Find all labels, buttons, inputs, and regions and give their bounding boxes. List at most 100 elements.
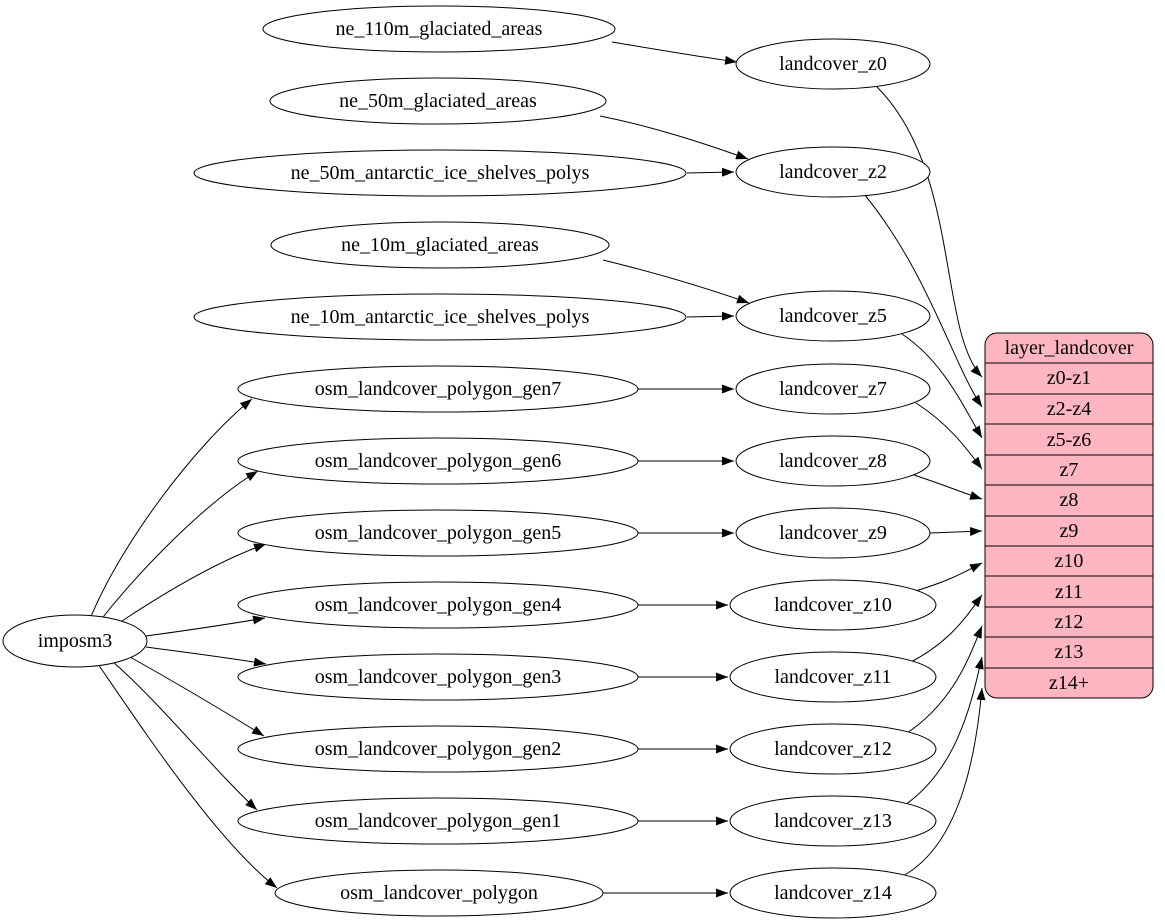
edge-imposm3--gen6: [98, 470, 259, 623]
node-ne-50m-antarctic-ice-shelves-polys-shape: [193, 149, 687, 197]
node-landcover-z12-shape: [729, 723, 937, 775]
node-osm-landcover-polygon-gen2-label: osm_landcover_polygon_gen2: [315, 738, 562, 760]
node-landcover-z7-label: landcover_z7: [779, 378, 887, 400]
edge-landcover-z11--row-z11: [908, 594, 983, 664]
node-osm-landcover-polygon-gen3: osm_landcover_polygon_gen3: [237, 653, 639, 701]
node-ne-50m-glaciated-areas-shape: [269, 77, 607, 125]
node-landcover-z9-shape: [735, 507, 931, 559]
edge-imposm3--gen5: [112, 543, 267, 628]
node-ne-110m-glaciated-areas-label: ne_110m_glaciated_areas: [336, 18, 543, 40]
node-landcover-z0-label: landcover_z0: [779, 53, 887, 75]
node-ne-50m-glaciated-areas: ne_50m_glaciated_areas: [269, 77, 607, 125]
node-landcover-z8: landcover_z8: [735, 435, 931, 487]
node-landcover-z10-shape: [729, 579, 937, 631]
edge-imposm3--gen4: [145, 615, 266, 637]
edges-layer: [89, 41, 986, 898]
node-osm-landcover-polygon-gen6: osm_landcover_polygon_gen6: [237, 437, 639, 485]
node-osm-landcover-polygon-gen5: osm_landcover_polygon_gen5: [237, 509, 639, 557]
record-row-z5-z6: z5-z6: [1047, 429, 1091, 451]
node-osm-landcover-polygon: osm_landcover_polygon: [274, 869, 604, 917]
record-row-z8: z8: [1060, 489, 1079, 511]
node-ne-10m-antarctic-ice-shelves-polys-shape: [193, 293, 687, 341]
node-landcover-z2: landcover_z2: [735, 146, 931, 198]
layer-landcover-title: layer_landcover: [1005, 337, 1134, 359]
edge-landcover-z5--row-z5-z6: [901, 333, 983, 439]
node-landcover-z14-label: landcover_z14: [774, 882, 892, 904]
node-landcover-z14: landcover_z14: [729, 867, 937, 919]
edge-landcover-z0--row-z0-z1: [876, 86, 983, 378]
edge-imposm3--gen7: [89, 398, 253, 620]
node-osm-landcover-polygon-gen5-label: osm_landcover_polygon_gen5: [315, 522, 562, 544]
node-osm-landcover-polygon-gen4-shape: [237, 581, 639, 629]
record-row-z12: z12: [1055, 611, 1084, 633]
record-row-z9: z9: [1060, 520, 1079, 542]
node-ne-50m-antarctic-ice-shelves-polys: ne_50m_antarctic_ice_shelves_polys: [193, 149, 687, 197]
node-landcover-z8-label: landcover_z8: [779, 450, 887, 472]
node-landcover-z5-label: landcover_z5: [779, 305, 887, 327]
node-osm-landcover-polygon-gen4-label: osm_landcover_polygon_gen4: [315, 594, 562, 616]
node-landcover-z9-label: landcover_z9: [779, 522, 887, 544]
node-landcover-z13-label: landcover_z13: [774, 810, 892, 832]
node-ne-110m-glaciated-areas-shape: [262, 5, 616, 53]
edge-ne-50m-glaciated-areas--landcover-z2: [599, 115, 749, 160]
node-landcover-z11: landcover_z11: [729, 651, 937, 703]
node-osm-landcover-polygon-gen2: osm_landcover_polygon_gen2: [237, 725, 639, 773]
node-landcover-z2-label: landcover_z2: [779, 161, 887, 183]
node-osm-landcover-polygon-shape: [274, 869, 604, 917]
node-osm-landcover-polygon-gen7-shape: [237, 365, 639, 413]
edge-landcover-z10--row-z10: [911, 562, 983, 593]
node-osm-landcover-polygon-gen3-shape: [237, 653, 639, 701]
node-landcover-z5: landcover_z5: [735, 290, 931, 342]
node-landcover-z10: landcover_z10: [729, 579, 937, 631]
node-ne-10m-glaciated-areas-label: ne_10m_glaciated_areas: [341, 234, 539, 256]
node-osm-landcover-polygon-gen2-shape: [237, 725, 639, 773]
edge-landcover-z2--row-z2-z4: [863, 193, 983, 408]
node-osm-landcover-polygon-gen4: osm_landcover_polygon_gen4: [237, 581, 639, 629]
node-landcover-z13-shape: [729, 795, 937, 847]
node-landcover-z7: landcover_z7: [735, 363, 931, 415]
node-osm-landcover-polygon-label: osm_landcover_polygon: [340, 882, 538, 904]
edge-landcover-z9--row-z9: [929, 526, 983, 536]
edge-landcover-z8--row-z8: [913, 474, 983, 500]
node-landcover-z13: landcover_z13: [729, 795, 937, 847]
record-row-z11: z11: [1055, 581, 1083, 603]
node-imposm3-label: imposm3: [38, 630, 112, 652]
node-osm-landcover-polygon-gen1: osm_landcover_polygon_gen1: [237, 797, 639, 845]
node-ne-10m-glaciated-areas-shape: [270, 221, 610, 269]
node-landcover-z12: landcover_z12: [729, 723, 937, 775]
edge-landcover-z7--row-z7: [915, 402, 983, 470]
node-landcover-z14-shape: [729, 867, 937, 919]
record-row-z2-z4: z2-z4: [1047, 398, 1091, 420]
node-ne-110m-glaciated-areas: ne_110m_glaciated_areas: [262, 5, 616, 53]
record-row-z0-z1: z0-z1: [1047, 367, 1091, 389]
node-landcover-z11-shape: [729, 651, 937, 703]
node-landcover-z7-shape: [735, 363, 931, 415]
record-row-z13: z13: [1055, 641, 1084, 663]
node-imposm3-shape: [2, 614, 148, 668]
node-landcover-z9: landcover_z9: [735, 507, 931, 559]
node-osm-landcover-polygon-gen7-label: osm_landcover_polygon_gen7: [315, 378, 562, 400]
edge-imposm3--gen1: [111, 660, 258, 811]
node-ne-10m-glaciated-areas: ne_10m_glaciated_areas: [270, 221, 610, 269]
node-landcover-z5-shape: [735, 290, 931, 342]
node-osm-landcover-polygon-gen5-shape: [237, 509, 639, 557]
node-landcover-z12-label: landcover_z12: [774, 738, 892, 760]
node-osm-landcover-polygon-gen1-shape: [237, 797, 639, 845]
edge-ne-110m-glaciated-areas--landcover-z0: [611, 41, 738, 65]
record-row-z7: z7: [1060, 459, 1079, 481]
edge-ne-50m-antarctic-ice-shelves-polys--landcover-z2: [686, 167, 735, 177]
node-landcover-z11-label: landcover_z11: [775, 666, 892, 688]
node-osm-landcover-polygon-gen3-label: osm_landcover_polygon_gen3: [315, 666, 562, 688]
node-landcover-z2-shape: [735, 146, 931, 198]
node-ne-50m-antarctic-ice-shelves-polys-label: ne_50m_antarctic_ice_shelves_polys: [291, 162, 590, 184]
edge-landcover-z13--row-z13: [901, 656, 984, 808]
node-landcover-z0: landcover_z0: [735, 38, 931, 90]
node-osm-landcover-polygon-gen6-label: osm_landcover_polygon_gen6: [315, 450, 562, 472]
record-row-z10: z10: [1055, 550, 1084, 572]
node-landcover-z0-shape: [735, 38, 931, 90]
edge-landcover-z12--row-z12: [903, 625, 983, 736]
node-osm-landcover-polygon-gen7: osm_landcover_polygon_gen7: [237, 365, 639, 413]
node-ne-50m-glaciated-areas-label: ne_50m_glaciated_areas: [339, 90, 537, 112]
node-osm-landcover-polygon-gen6-shape: [237, 437, 639, 485]
